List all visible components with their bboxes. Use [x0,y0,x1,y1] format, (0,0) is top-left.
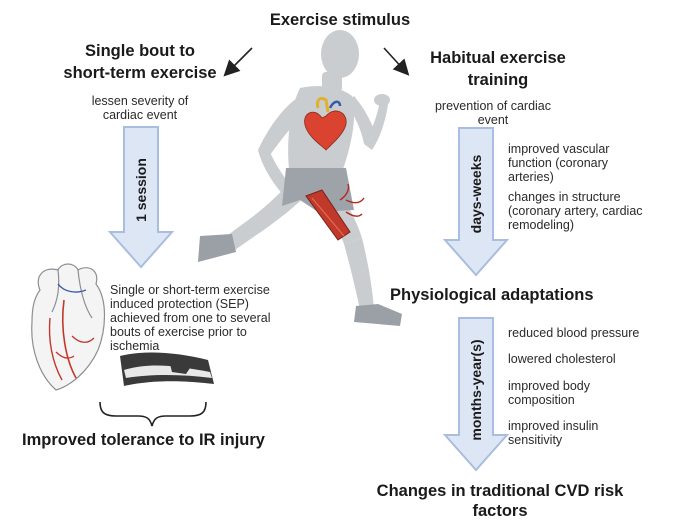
sep-description: Single or short-term exercise induced pr… [110,283,310,353]
days-weeks-arrow [442,127,510,277]
benefit-item: improved vascular function (coronary art… [508,142,678,184]
right-outcome: Changes in traditional CVD risk factors [350,481,650,521]
right-outcome-line: Changes in traditional CVD risk [376,482,624,500]
pointer-arrow-right [383,47,410,76]
benefit-item: changes in structure (coronary artery, c… [508,190,678,232]
benefit-line: (coronary artery, cardiac [508,204,643,218]
days-weeks-label: days-weeks [468,154,484,234]
months-years-arrow [442,317,510,472]
left-subtitle: lessen severity of cardiac event [70,94,210,122]
right-outcome-line: factors [472,502,528,520]
muscle-icon [305,183,365,241]
sep-line: induced protection (SEP) [110,297,249,311]
right-subtitle-line: event [477,113,509,127]
benefit-line: sensitivity [508,433,563,447]
sep-line: bouts of exercise prior to [110,325,247,339]
risk-benefit-item: improved body composition [508,379,678,407]
benefit-line: improved vascular [508,142,610,156]
risk-benefit-item: reduced blood pressure [508,326,678,340]
benefit-line: composition [508,393,575,407]
benefit-line: function (coronary [508,156,609,170]
sep-line: achieved from one to several [110,311,271,325]
pointer-arrow-left [223,47,253,77]
left-heading: Single bout to short-term exercise [50,42,230,83]
right-subtitle: prevention of cardiac event [418,99,568,127]
right-heading-line: training [467,71,529,89]
benefit-line: improved body [508,379,590,393]
right-subtitle-line: prevention of cardiac [434,99,552,113]
adaptations-heading: Physiological adaptations [390,286,594,304]
benefit-line: improved insulin [508,419,599,433]
session-arrow [107,126,175,269]
sep-line: Single or short-term exercise [110,283,270,297]
heart-icon [304,96,347,151]
left-subtitle-line: cardiac event [102,108,178,122]
artery-icon [120,352,214,386]
anatomical-heart-icon [31,263,106,391]
benefit-line: lowered cholesterol [508,352,616,366]
page-title: Exercise stimulus [269,11,411,29]
benefit-line: changes in structure [508,190,621,204]
risk-benefit-item: lowered cholesterol [508,352,678,366]
benefit-line: remodeling) [508,218,575,232]
grouping-brace [99,401,207,427]
left-heading-line: Single bout to [85,42,195,60]
risk-benefit-item: improved insulin sensitivity [508,419,678,447]
sep-line: ischemia [110,339,160,353]
right-heading-line: Habitual exercise [430,49,566,67]
benefit-line: arteries) [508,170,554,184]
left-subtitle-line: lessen severity of [91,94,189,108]
months-years-label: months-year(s) [468,339,484,441]
right-heading: Habitual exercise training [408,49,588,90]
benefit-line: reduced blood pressure [508,326,640,340]
left-heading-line: short-term exercise [63,64,217,82]
session-arrow-label: 1 session [133,158,149,222]
left-outcome: Improved tolerance to IR injury [22,431,265,449]
